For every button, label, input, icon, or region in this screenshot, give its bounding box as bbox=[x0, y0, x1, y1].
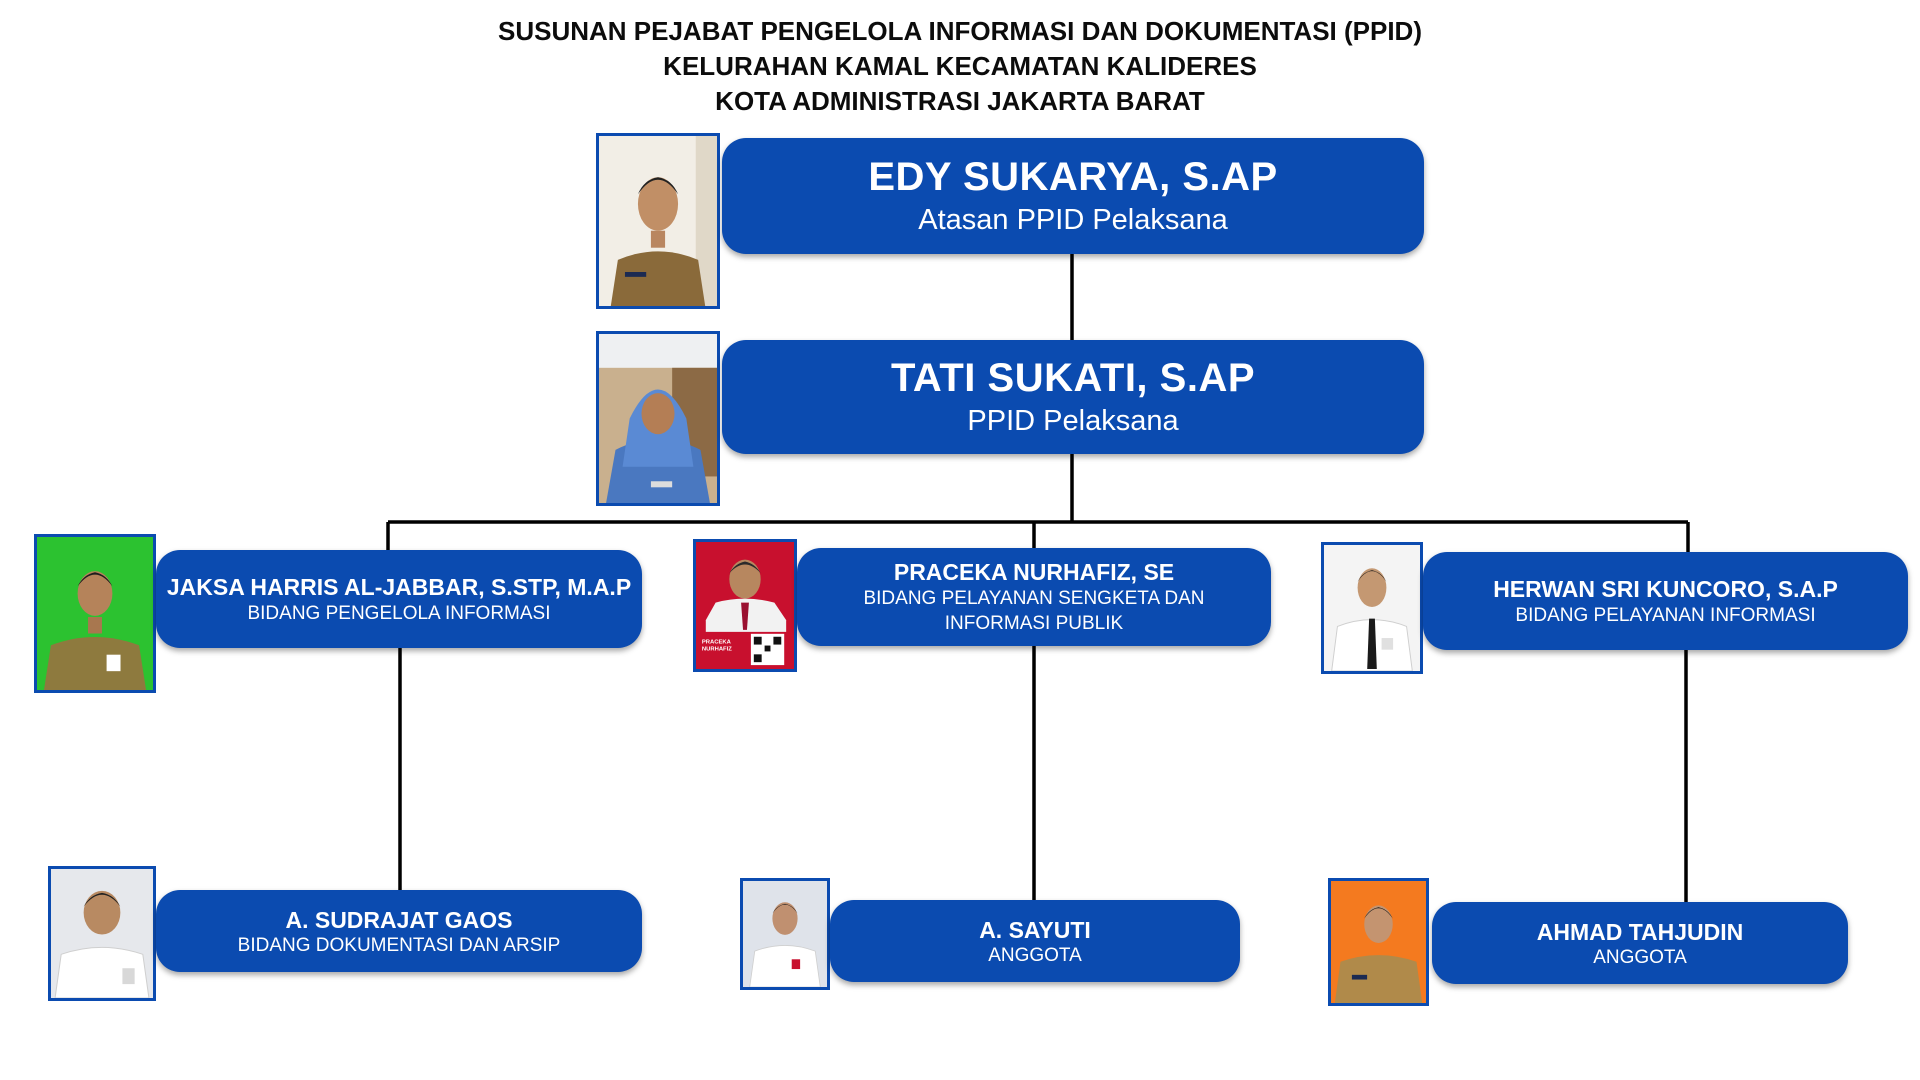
chart-title: SUSUNAN PEJABAT PENGELOLA INFORMASI DAN … bbox=[0, 14, 1920, 119]
node-name: HERWAN SRI KUNCORO, S.A.P bbox=[1493, 575, 1838, 602]
node-name: A. SUDRAJAT GAOS bbox=[285, 906, 513, 933]
photo-a-sayuti bbox=[740, 878, 830, 990]
portrait-icon bbox=[599, 136, 717, 306]
node-herwan-sri-kuncoro: HERWAN SRI KUNCORO, S.A.P BIDANG PELAYAN… bbox=[1423, 552, 1908, 650]
node-a-sudrajat-gaos: A. SUDRAJAT GAOS BIDANG DOKUMENTASI DAN … bbox=[156, 890, 642, 972]
node-role: PPID Pelaksana bbox=[967, 405, 1179, 437]
node-a-sayuti: A. SAYUTI ANGGOTA bbox=[830, 900, 1240, 982]
svg-text:NURHAFIZ: NURHAFIZ bbox=[702, 646, 732, 652]
node-atasan-ppid: EDY SUKARYA, S.AP Atasan PPID Pelaksana bbox=[722, 138, 1424, 254]
portrait-icon bbox=[599, 334, 717, 503]
node-praceka-nurhafiz: PRACEKA NURHAFIZ, SE BIDANG PELAYANAN SE… bbox=[797, 548, 1271, 646]
node-role-line-2: INFORMASI PUBLIK bbox=[944, 613, 1124, 634]
portrait-icon bbox=[1331, 881, 1426, 1003]
node-ahmad-tahjudin: AHMAD TAHJUDIN ANGGOTA bbox=[1432, 902, 1848, 984]
svg-text:PRACEKA: PRACEKA bbox=[702, 640, 732, 646]
node-name: A. SAYUTI bbox=[979, 916, 1091, 943]
node-ppid-pelaksana: TATI SUKATI, S.AP PPID Pelaksana bbox=[722, 340, 1424, 454]
node-name: JAKSA HARRIS AL-JABBAR, S.STP, M.A.P bbox=[166, 573, 632, 600]
node-role: ANGGOTA bbox=[988, 944, 1082, 966]
photo-a-sudrajat-gaos bbox=[48, 866, 156, 1001]
photo-herwan-sri-kuncoro bbox=[1321, 542, 1423, 674]
title-line-1: SUSUNAN PEJABAT PENGELOLA INFORMASI DAN … bbox=[498, 16, 1422, 46]
portrait-icon: PRACEKA NURHAFIZ bbox=[696, 542, 794, 669]
node-role: BIDANG PENGELOLA INFORMASI bbox=[247, 602, 551, 624]
portrait-icon bbox=[1324, 545, 1420, 671]
node-jaksa-harris: JAKSA HARRIS AL-JABBAR, S.STP, M.A.P BID… bbox=[156, 550, 642, 648]
title-line-3: KOTA ADMINISTRASI JAKARTA BARAT bbox=[715, 86, 1205, 116]
title-line-2: KELURAHAN KAMAL KECAMATAN KALIDERES bbox=[663, 51, 1257, 81]
node-name: PRACEKA NURHAFIZ, SE bbox=[893, 559, 1175, 585]
photo-tati-sukati bbox=[596, 331, 720, 506]
photo-edy-sukarya bbox=[596, 133, 720, 309]
photo-praceka-nurhafiz: PRACEKA NURHAFIZ bbox=[693, 539, 797, 672]
photo-ahmad-tahjudin bbox=[1328, 878, 1429, 1006]
node-name: EDY SUKARYA, S.AP bbox=[868, 155, 1278, 199]
node-role: Atasan PPID Pelaksana bbox=[918, 204, 1228, 236]
portrait-icon bbox=[37, 537, 153, 690]
node-role-line-1: BIDANG PELAYANAN SENGKETA DAN bbox=[863, 588, 1205, 609]
node-role: ANGGOTA bbox=[1593, 946, 1687, 968]
photo-jaksa-harris bbox=[34, 534, 156, 693]
node-role: BIDANG DOKUMENTASI DAN ARSIP bbox=[237, 934, 561, 956]
node-role: BIDANG PELAYANAN INFORMASI bbox=[1515, 604, 1816, 626]
portrait-icon bbox=[743, 881, 827, 987]
portrait-icon bbox=[51, 869, 153, 998]
node-name: TATI SUKATI, S.AP bbox=[890, 356, 1256, 400]
node-name: AHMAD TAHJUDIN bbox=[1536, 918, 1744, 945]
